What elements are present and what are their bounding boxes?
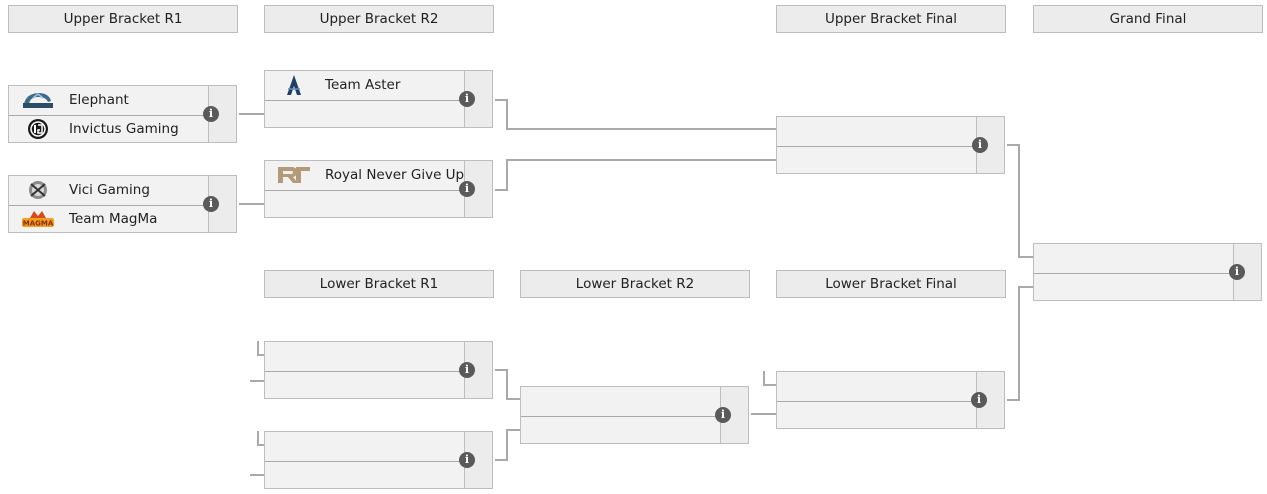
team-slot[interactable] [265,190,466,218]
team-slot[interactable] [777,372,978,402]
invictus-gaming-logo-icon [28,119,48,139]
team-slot[interactable] [265,100,466,128]
team-slot[interactable]: Invictus Gaming [9,115,210,143]
team-slot[interactable] [777,146,978,174]
elephant-logo-icon [23,93,53,108]
info-icon[interactable]: i [203,196,219,212]
team-slot[interactable] [265,371,466,399]
round-header-lb-r2: Lower Bracket R2 [520,270,750,298]
svg-text:MAGMA: MAGMA [23,220,54,228]
team-slot[interactable] [521,416,722,444]
team-slot[interactable]: Elephant [9,86,210,116]
team-slot[interactable] [777,401,978,429]
team-slot[interactable] [1034,244,1235,274]
team-slot[interactable] [1034,273,1235,301]
team-slot[interactable] [265,461,466,489]
team-name: Team MagMa [69,211,158,227]
info-icon[interactable]: i [1229,264,1245,280]
team-name: Team Aster [325,77,401,93]
match-lb-r1-2[interactable] [264,431,493,489]
team-slot[interactable]: MAGMA Team MagMa [9,205,210,233]
royal-never-give-up-logo-icon [278,167,310,183]
match-ub-r1-2[interactable]: Vici Gaming MAGMA Team MagMa [8,175,237,233]
info-icon[interactable]: i [459,181,475,197]
round-header-ub-r2: Upper Bracket R2 [264,5,494,33]
match-grand-final[interactable] [1033,243,1262,301]
match-ub-r2-1[interactable]: Team Aster [264,70,493,128]
team-slot[interactable]: Royal Never Give Up [265,161,466,191]
team-slot[interactable]: Team Aster [265,71,466,101]
info-icon[interactable]: i [972,137,988,153]
vici-gaming-logo-icon [29,181,47,199]
round-header-ub-final: Upper Bracket Final [776,5,1006,33]
match-ub-r2-2[interactable]: Royal Never Give Up [264,160,493,218]
match-ub-final[interactable] [776,116,1005,174]
team-slot[interactable] [777,117,978,147]
team-slot[interactable] [521,387,722,417]
round-header-lb-r1: Lower Bracket R1 [264,270,494,298]
round-header-grand-final: Grand Final [1033,5,1263,33]
round-header-lb-final: Lower Bracket Final [776,270,1006,298]
info-icon[interactable]: i [203,106,219,122]
info-icon[interactable]: i [715,407,731,423]
team-name: Invictus Gaming [69,121,179,137]
team-name: Vici Gaming [69,182,150,198]
team-slot[interactable]: Vici Gaming [9,176,210,206]
match-lb-r2[interactable] [520,386,749,444]
info-icon[interactable]: i [459,91,475,107]
info-icon[interactable]: i [459,362,475,378]
info-icon[interactable]: i [459,452,475,468]
team-magma-logo-icon: MAGMA [22,211,54,228]
team-name: Elephant [69,92,129,108]
info-icon[interactable]: i [971,392,987,408]
round-header-ub-r1: Upper Bracket R1 [8,5,238,33]
team-slot[interactable] [265,432,466,462]
team-name: Royal Never Give Up [325,167,465,183]
team-slot[interactable] [265,342,466,372]
team-aster-logo-icon [287,75,301,95]
match-lb-final[interactable] [776,371,1005,429]
